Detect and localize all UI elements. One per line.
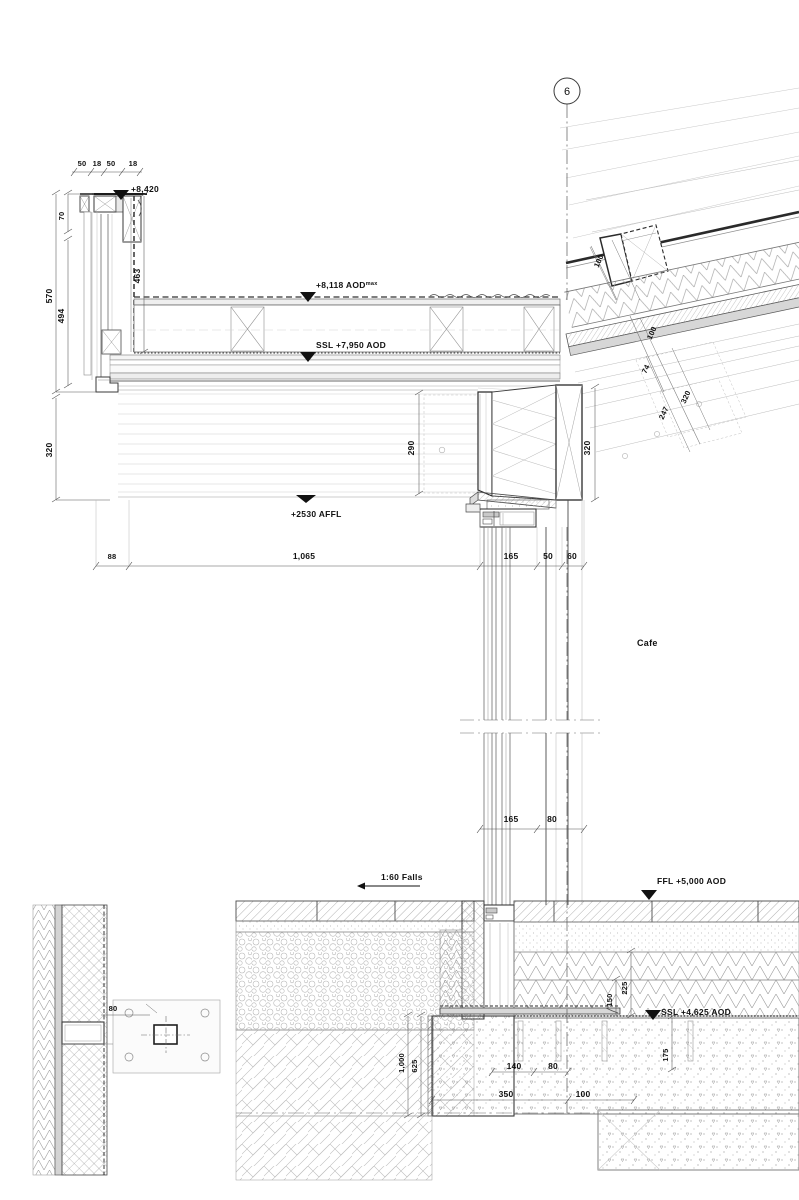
level-triangle-4625 [645,1010,661,1020]
room-label-cafe: Cafe [637,638,658,648]
level-triangle-2530 [296,495,316,503]
dim-left-494: 494 [56,309,66,324]
dim-h-1065: 1,065 [293,551,315,561]
dim-top-18b: 18 [129,159,138,168]
dim-g-175: 175 [661,1048,670,1061]
level-label-8420: +8,420 [131,184,159,194]
dim-h-88: 88 [108,552,117,561]
dimension-lines [51,104,701,1119]
internal-floor-buildup [513,900,799,1115]
level-triangle-8420 [113,190,129,200]
dim-top-18a: 18 [93,159,102,168]
dim-f-140: 140 [507,1061,522,1071]
dim-mull-165: 165 [504,814,519,824]
base-plate-detail [32,904,221,1176]
dim-left-570: 570 [44,289,54,304]
dim-left-320: 320 [44,443,54,458]
dim-top-50a: 50 [78,159,87,168]
dim-g-150: 150 [605,993,614,1006]
dim-g-1000: 1,000 [397,1053,406,1073]
level-triangle-8118 [300,292,316,302]
dim-f-350: 350 [499,1089,514,1099]
level-triangle-5000 [641,890,657,900]
level-label-2530: +2530 AFFL [291,509,342,519]
dim-g-625: 625 [410,1059,419,1072]
dim-h-60: 60 [567,551,577,561]
dim-parapet-463: 463 [132,269,142,284]
glazing-threshold [483,904,515,1010]
dim-f-100: 100 [576,1089,591,1099]
ground-floor-construction [235,900,799,1181]
falls-note-label: 1:60 Falls [381,872,423,882]
dim-mull-80: 80 [547,814,557,824]
dim-column-320: 320 [582,441,592,456]
level-markers: +8,420 +8,118 AODmax SSL +7,950 AOD +253… [113,184,731,1020]
column-head-and-glazing-head [465,384,583,528]
level-label-5000: FFL +5,000 AOD [657,876,726,886]
foundation-slab-left [427,1015,515,1117]
level-triangle-7950 [300,352,316,362]
level-label-8118: +8,118 AODmax [316,280,378,290]
dim-g-225: 225 [620,981,629,994]
grid-bubble-label: 6 [564,86,570,98]
grid-bubble-6: 6 [553,77,581,105]
level-label-4625: SSL +4,625 AOD [661,1007,731,1017]
dim-detail-80: 80 [109,1004,118,1013]
dim-left-70: 70 [57,212,66,221]
parapet-and-roof-soffit [79,193,561,498]
dim-h-165: 165 [504,551,519,561]
level-label-7950: SSL +7,950 AOD [316,340,386,350]
curtain-wall-mullion-run [460,500,600,905]
dim-h-50: 50 [543,551,553,561]
annotations: 1:60 Falls Cafe [357,638,658,890]
sloped-roof-assembly [559,87,799,459]
dim-soffit-290: 290 [406,441,416,456]
dim-f-80: 80 [548,1061,558,1071]
dim-top-50b: 50 [107,159,116,168]
